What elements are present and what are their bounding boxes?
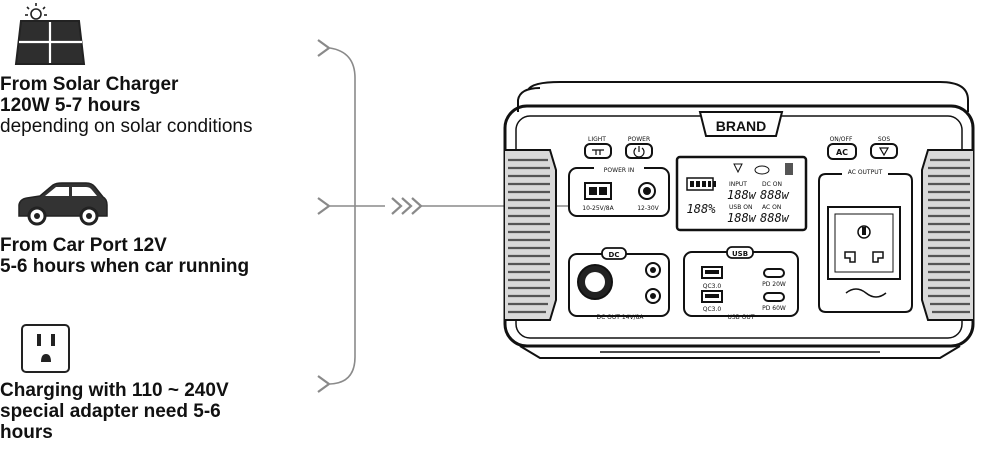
input-label: INPUT [729, 181, 747, 188]
ac-output-panel: AC OUTPUT [818, 168, 913, 313]
sos-button[interactable] [870, 143, 898, 159]
chevron-right-icon [401, 197, 413, 215]
port2-label: 12-30V [637, 205, 659, 212]
fan-icon [754, 165, 770, 175]
ac-socket[interactable] [827, 206, 901, 280]
power-station [503, 81, 975, 359]
sos-label: SOS [878, 136, 891, 143]
ac-button[interactable] [827, 143, 857, 160]
bracket-line [329, 47, 356, 385]
input-value: 188w [727, 188, 757, 202]
light-button[interactable] [584, 143, 612, 159]
chevron-right-icon [317, 375, 331, 393]
chevron-right-icon [317, 197, 331, 215]
dc-button[interactable] [601, 247, 627, 260]
usb-c-port-1[interactable] [763, 268, 785, 278]
usb-on-value: 188w [727, 211, 757, 225]
usb-button-label: USB [732, 250, 748, 258]
usb-on-label: USB ON [729, 204, 752, 211]
chevron-right-icon [411, 197, 423, 215]
ac-button-label: AC [836, 148, 848, 157]
light-icon [592, 149, 604, 155]
right-vent [928, 158, 970, 314]
dc-output-panel: DC DC OUT 14V/8A [568, 247, 670, 321]
solar-title: From Solar Charger [0, 74, 179, 95]
dc-on-value: 888w [760, 188, 790, 202]
car-time: 5-6 hours when car running [0, 256, 250, 277]
onoff-label: ON/OFF [830, 136, 853, 143]
usb-button[interactable] [726, 246, 754, 259]
power-icon [633, 146, 645, 158]
dc-button-label: DC [609, 251, 620, 259]
power-in-label: POWER IN [604, 167, 634, 174]
car-icon [18, 182, 108, 226]
outlet-time-cont: hours [0, 422, 53, 443]
usb-output-panel: USB QC3.0 QC3.0 PD 20W PD 60W USB OUT [683, 246, 799, 321]
car-port-text: From Car Port 12V 5-6 hours when car run… [0, 235, 249, 277]
dc-out-label: DC OUT 14V/8A [596, 314, 644, 321]
chevron-right-icon [317, 39, 331, 57]
anderson-port[interactable] [584, 182, 612, 200]
ac-output-label: AC OUTPUT [848, 169, 883, 176]
outlet-time: special adapter need 5-6 [0, 401, 221, 422]
solar-panel-icon [14, 3, 86, 65]
pd1-label: PD 20W [762, 281, 786, 288]
power-in-panel: POWER IN 10-25V/8A 12-30V [568, 165, 670, 217]
ac-on-value: 888w [760, 211, 790, 225]
qc2-label: QC3.0 [703, 306, 722, 313]
wall-charging-text: Charging with 110 ~ 240V special adapter… [0, 380, 229, 443]
wall-outlet-icon [21, 324, 70, 373]
sine-wave-icon [845, 288, 887, 298]
lcd-display: 188% INPUT 188w DC ON 888w USB ON 188w A… [675, 155, 808, 232]
solar-note: depending on solar conditions [0, 116, 253, 137]
usb-out-label: USB OUT [727, 314, 754, 321]
solar-time: 120W 5-7 hours [0, 95, 141, 116]
light-indicator-icon [733, 163, 743, 174]
dc-on-label: DC ON [762, 181, 782, 188]
solar-charger-text: From Solar Charger 120W 5-7 hours depend… [0, 74, 252, 137]
left-vent [508, 158, 550, 314]
ac-on-label: AC ON [762, 204, 781, 211]
sos-icon [878, 147, 890, 157]
battery-percent: 188% [687, 202, 717, 216]
pd2-label: PD 60W [762, 305, 786, 312]
light-label: LIGHT [588, 136, 606, 143]
signal-icon [785, 163, 793, 175]
port1-label: 10-25V/8A [582, 205, 614, 212]
qc1-label: QC3.0 [703, 283, 722, 290]
chevron-right-icon [391, 197, 403, 215]
outlet-title: Charging with 110 ~ 240V [0, 380, 229, 401]
car-title: From Car Port 12V [0, 235, 167, 256]
usb-c-port-2[interactable] [763, 292, 785, 302]
brand-logo: BRAND [716, 118, 767, 134]
control-buttons: LIGHT POWER ON/OFF AC SOS [584, 136, 898, 160]
power-label: POWER [628, 136, 650, 143]
